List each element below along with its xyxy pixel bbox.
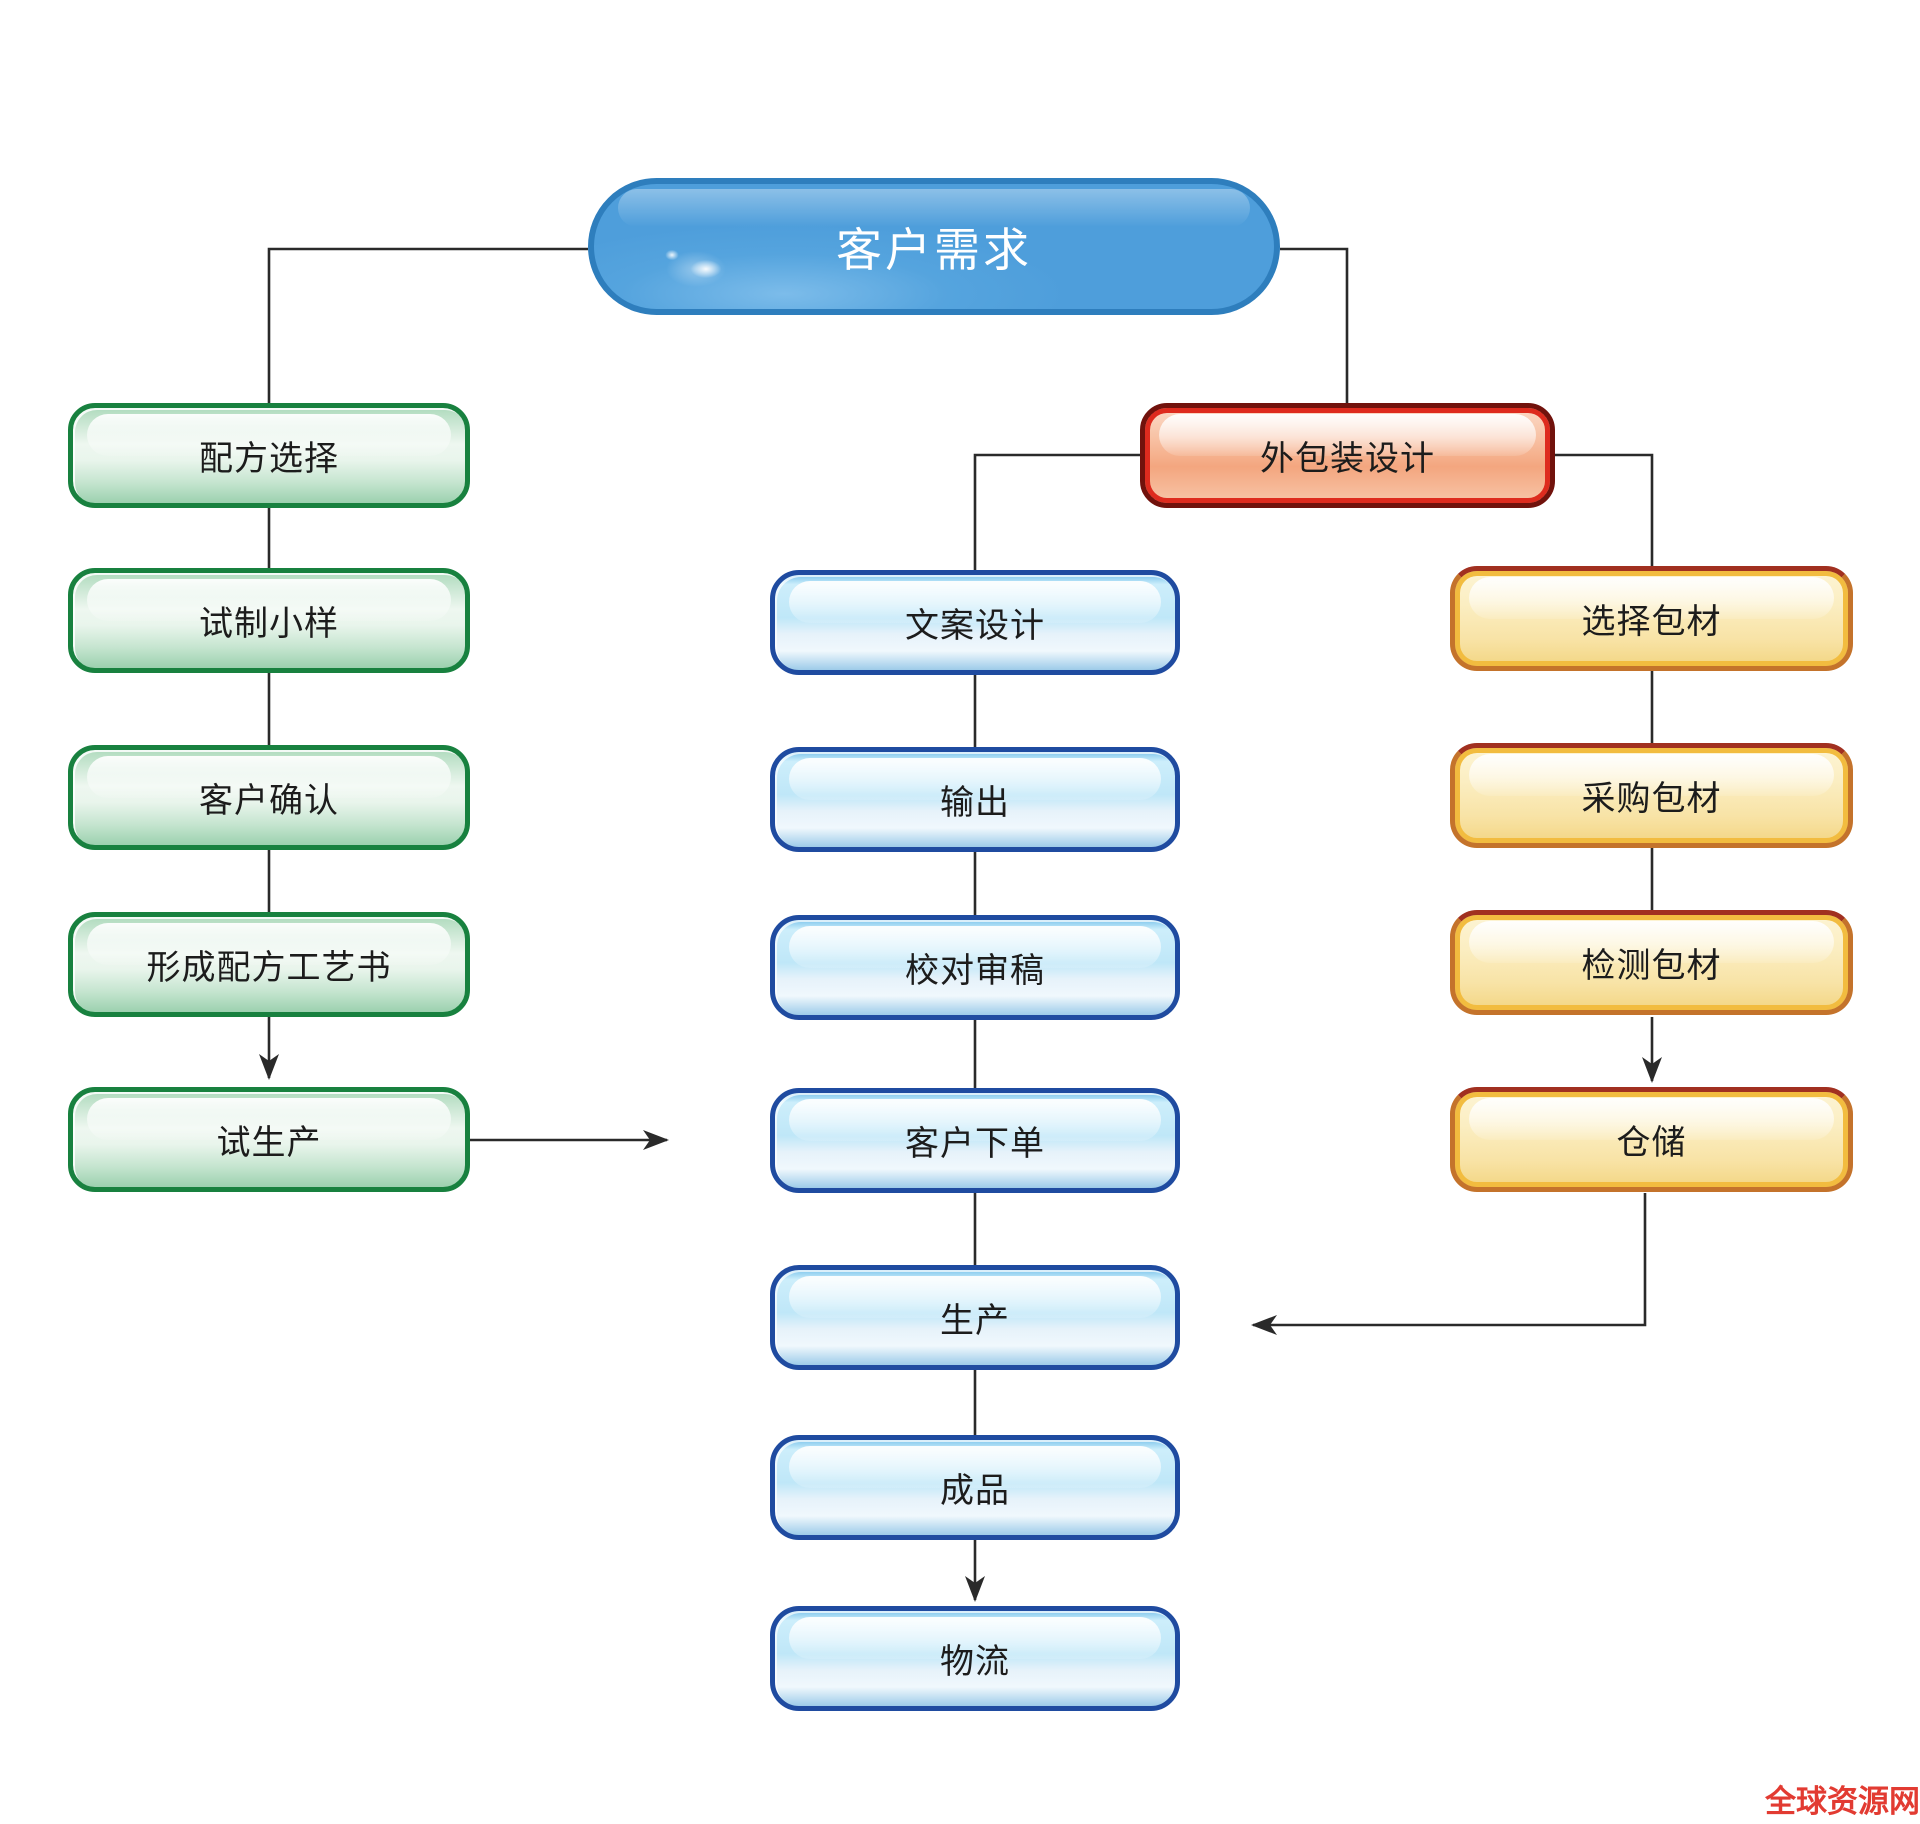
node-label: 形成配方工艺书	[146, 948, 392, 988]
node-label: 试制小样	[199, 604, 339, 644]
connector-demand-to-formula	[267, 247, 588, 403]
node-label: 配方选择	[199, 439, 339, 479]
node-proofreading: 校对审稿	[770, 915, 1180, 1020]
node-label: 输出	[940, 783, 1010, 823]
node-label: 客户确认	[199, 781, 339, 821]
node-copy-design: 文案设计	[770, 570, 1180, 675]
node-test-material: 检测包材	[1450, 910, 1853, 1015]
node-label: 物流	[940, 1642, 1010, 1682]
node-purchase-material: 采购包材	[1450, 743, 1853, 848]
node-label: 采购包材	[1581, 779, 1722, 819]
node-customer-confirm: 客户确认	[68, 745, 470, 850]
node-label: 仓储	[1616, 1123, 1687, 1163]
node-finished-product: 成品	[770, 1435, 1180, 1540]
node-packaging-design: 外包装设计	[1140, 403, 1555, 508]
node-trial-production: 试生产	[68, 1087, 470, 1192]
node-label: 外包装设计	[1260, 439, 1435, 479]
node-label: 检测包材	[1581, 946, 1722, 986]
node-label: 校对审稿	[905, 951, 1045, 991]
site-watermark: 全球资源网	[1765, 1784, 1920, 1820]
node-formula-process-book: 形成配方工艺书	[68, 912, 470, 1017]
node-select-material: 选择包材	[1450, 566, 1853, 671]
node-logistics: 物流	[770, 1606, 1180, 1711]
node-output: 输出	[770, 747, 1180, 852]
node-label: 客户下单	[905, 1124, 1045, 1164]
node-trial-sample: 试制小样	[68, 568, 470, 673]
node-label: 试生产	[216, 1123, 322, 1163]
node-label: 成品	[940, 1471, 1010, 1511]
node-label: 客户需求	[836, 222, 1032, 277]
connector-packaging-to-select	[1555, 453, 1654, 566]
node-label: 生产	[940, 1301, 1010, 1341]
connector-demand-to-packaging	[1280, 247, 1349, 403]
node-warehousing: 仓储	[1450, 1087, 1853, 1192]
node-customer-order: 客户下单	[770, 1088, 1180, 1193]
node-customer-demand: 客户需求	[588, 178, 1280, 315]
node-production: 生产	[770, 1265, 1180, 1370]
node-label: 选择包材	[1581, 602, 1722, 642]
connector-warehouse-to-production	[1251, 1193, 1647, 1335]
node-label: 文案设计	[905, 606, 1045, 646]
connector-packaging-to-copy	[973, 453, 1140, 570]
node-formula-selection: 配方选择	[68, 403, 470, 508]
